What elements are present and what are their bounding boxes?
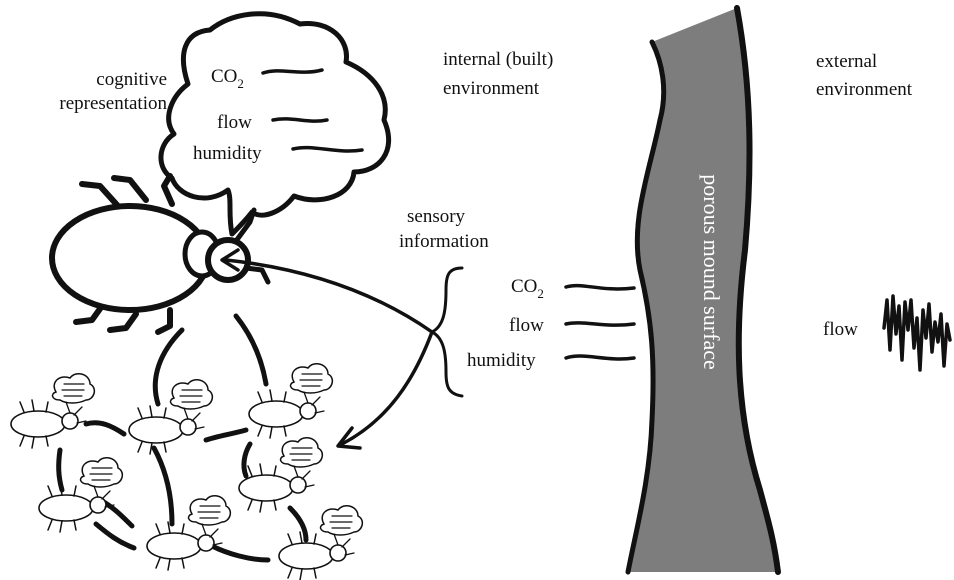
colony-link <box>287 505 309 543</box>
interior-signals: CO2 flow humidity <box>467 276 636 371</box>
small-termite <box>128 378 214 455</box>
interior-flow-line <box>564 321 636 327</box>
small-termite <box>238 436 324 513</box>
large-termite-legs <box>73 173 175 335</box>
interior-flow-label: flow <box>509 315 544 336</box>
bubble-flow-line <box>271 117 329 123</box>
sensory-label-line2: information <box>399 231 489 252</box>
sensory-brace-group <box>220 248 464 450</box>
bubble-co2-line <box>261 68 324 75</box>
colony-link <box>93 521 137 551</box>
interior-humidity-line <box>564 354 636 361</box>
colony-link <box>233 313 269 387</box>
internal-label-line1: internal (built) <box>443 49 553 70</box>
mound-body <box>628 8 778 572</box>
bubble-humidity-label: humidity <box>193 143 262 164</box>
large-termite-antenna-1 <box>233 207 257 244</box>
internal-label-line2: environment <box>443 78 540 99</box>
termite-colony <box>10 313 364 580</box>
colony-link <box>241 441 253 479</box>
arrow-to-termite <box>224 258 434 334</box>
external-label-line2: environment <box>816 79 913 100</box>
mound-left-edge <box>625 39 667 575</box>
interior-humidity-label: humidity <box>467 350 536 371</box>
small-termite <box>10 372 96 449</box>
small-termite <box>38 456 124 533</box>
small-termite <box>278 504 364 580</box>
mound-wall: porous mound surface <box>625 5 781 575</box>
small-termite <box>146 494 232 571</box>
colony-link <box>209 543 271 563</box>
large-termite <box>49 173 271 335</box>
large-termite-antenna-2 <box>243 265 271 285</box>
colony-link <box>203 427 249 443</box>
mound-surface-label: porous mound surface <box>699 174 724 370</box>
exterior-signal: flow <box>823 294 952 372</box>
bubble-humidity-line <box>291 145 364 153</box>
cognitive-label-line1: cognitive <box>96 69 167 90</box>
thought-bubble-outline <box>158 11 392 237</box>
external-label-line1: external <box>816 51 877 72</box>
mound-right-edge <box>734 5 781 575</box>
sensory-brace <box>430 266 464 398</box>
colony-link <box>83 420 127 437</box>
arrow-to-termite-head <box>220 248 240 272</box>
exterior-flow-label: flow <box>823 319 858 340</box>
interior-co2-label: CO2 <box>511 276 544 301</box>
exterior-flow-waveform <box>882 294 952 372</box>
bubble-flow-label: flow <box>217 112 252 133</box>
small-termite <box>248 362 334 439</box>
colony-link <box>152 327 185 407</box>
sensory-label-line1: sensory <box>407 206 466 227</box>
cognitive-label-line2: representation <box>59 93 167 114</box>
bubble-co2-label: CO2 <box>211 66 244 91</box>
colony-link <box>151 445 175 527</box>
arrow-to-colony <box>340 330 434 446</box>
arrow-to-colony-head <box>336 426 362 450</box>
svg-text:CO2: CO2 <box>511 276 544 301</box>
svg-text:CO2: CO2 <box>211 66 244 91</box>
interior-co2-line <box>564 283 636 291</box>
thought-bubble: CO2 flow humidity <box>158 11 392 237</box>
